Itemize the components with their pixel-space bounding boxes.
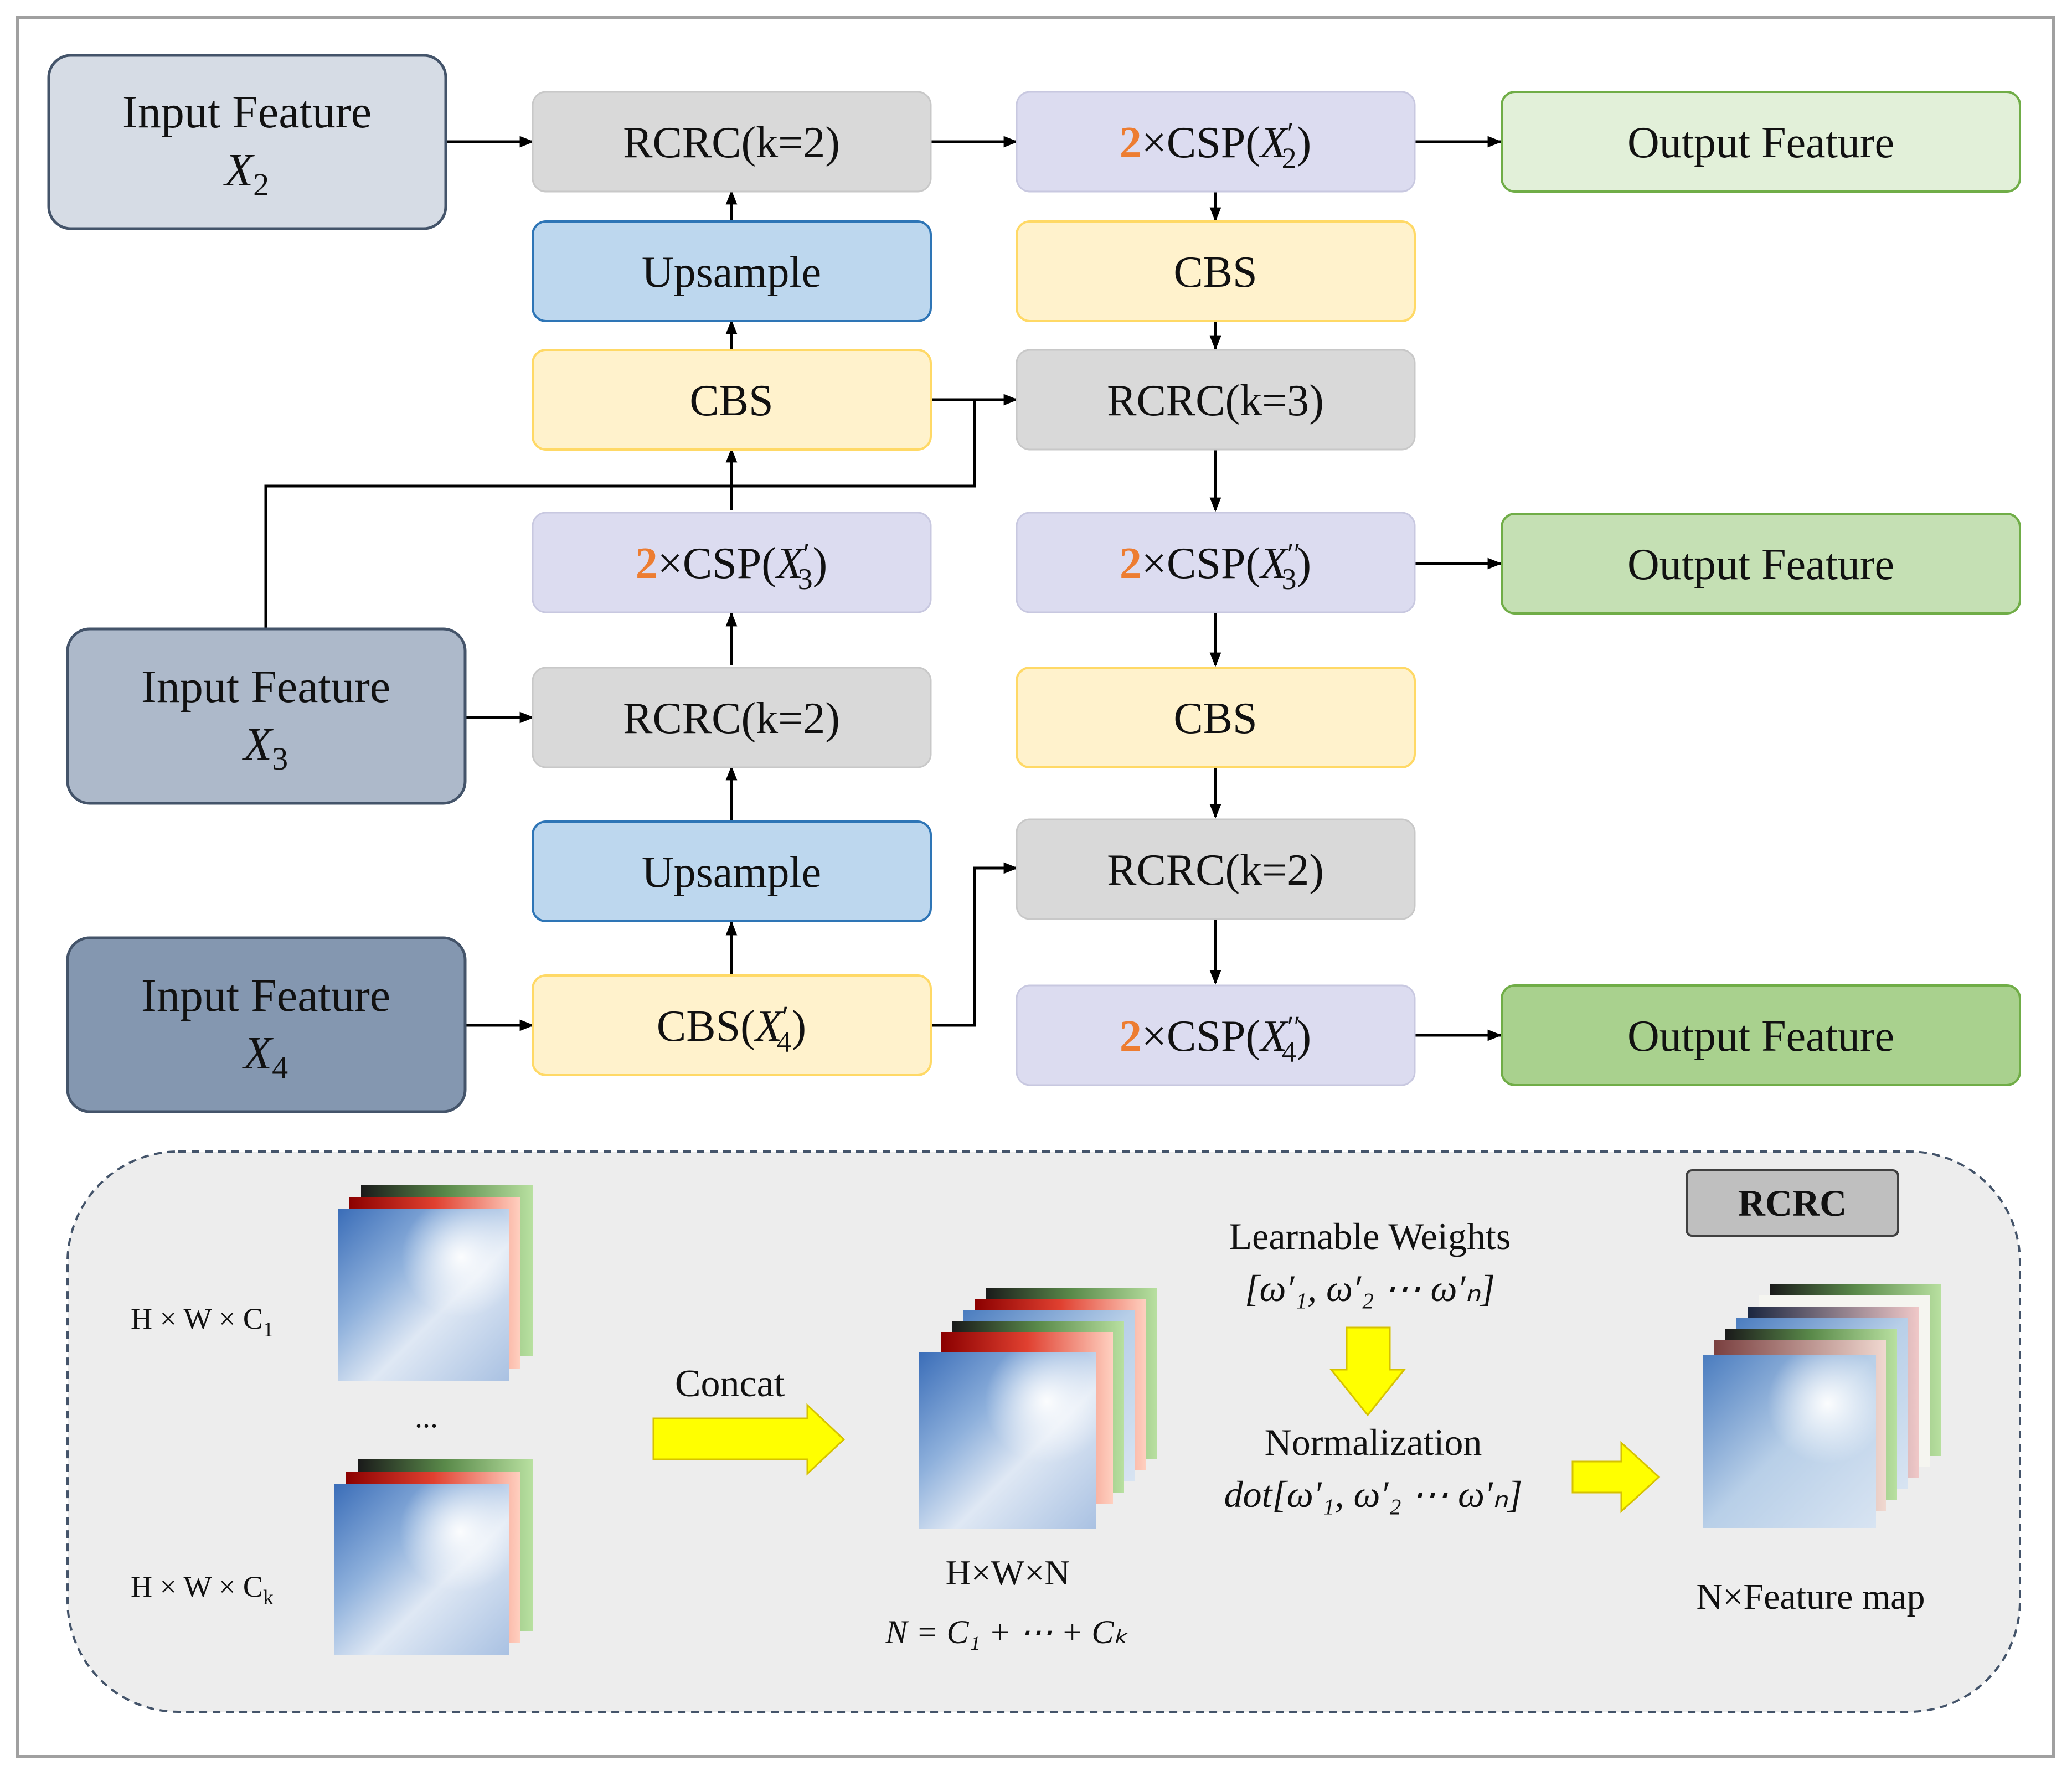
- output-arrow: [1571, 1441, 1661, 1514]
- svg-text:RCRC(k=2): RCRC(k=2): [1107, 846, 1324, 895]
- concat-dims: H×W×N: [945, 1553, 1070, 1592]
- svg-text:RCRC(k=2): RCRC(k=2): [623, 118, 840, 167]
- input-x3-box: Input Feature X3: [66, 627, 467, 805]
- left-cbs-mid: CBS: [532, 349, 932, 451]
- input-x3-symbol: X3: [242, 719, 288, 777]
- right-cbs-top: CBS: [1016, 220, 1416, 322]
- feature-stack-top: [338, 1185, 533, 1381]
- svg-text:CBS: CBS: [689, 376, 773, 425]
- left-csp-x3: 2×CSP(X′3): [532, 512, 932, 613]
- svg-text:CBS: CBS: [1173, 694, 1257, 743]
- input-x4-box: Input Feature X4: [66, 936, 467, 1113]
- down-arrow: [1329, 1326, 1406, 1417]
- svg-text:2×CSP(X′2): 2×CSP(X′2): [1120, 116, 1311, 175]
- svg-text:Output Feature: Output Feature: [1627, 540, 1894, 589]
- right-csp-x2: 2×CSP(X′2): [1016, 91, 1416, 193]
- left-rcrc-top: RCRC(k=2): [532, 91, 932, 193]
- input-x2-symbol: X2: [223, 144, 269, 203]
- output-feature-2: Output Feature: [1501, 513, 2021, 615]
- svg-text:2×CSP(X′3): 2×CSP(X′3): [636, 537, 827, 596]
- weights-vector: [ω′₁, ω′₂ ⋯ ω′ₙ]: [1245, 1267, 1495, 1309]
- output-feature-1: Output Feature: [1501, 91, 2021, 193]
- left-cbs-x4: CBS(X′4): [532, 974, 932, 1076]
- svg-text:Output Feature: Output Feature: [1627, 118, 1894, 167]
- dot-weights: dot[ω′₁, ω′₂ ⋯ ω′ₙ]: [1224, 1473, 1523, 1515]
- svg-text:RCRC: RCRC: [1738, 1182, 1847, 1224]
- arrow-cbs-x4-to-rcrc-k2: [931, 862, 1018, 1027]
- rcrc-tag: RCRC: [1686, 1169, 1899, 1237]
- output-stack: [1703, 1284, 1941, 1528]
- input-x3-title: Input Feature: [141, 661, 390, 713]
- svg-text:RCRC(k=2): RCRC(k=2): [623, 694, 840, 743]
- svg-text:CBS: CBS: [1173, 248, 1257, 297]
- svg-text:2×CSP(X′′4): 2×CSP(X′′4): [1120, 1010, 1311, 1068]
- svg-text:Output Feature: Output Feature: [1627, 1012, 1894, 1061]
- input-x2-box: Input Feature X2: [47, 54, 447, 230]
- output-label: N×Feature map: [1697, 1577, 1925, 1617]
- svg-text:CBS(X′4): CBS(X′4): [657, 1000, 806, 1059]
- concat-arrow: [652, 1403, 846, 1476]
- right-csp-x3pp: 2×CSP(X′′3): [1016, 512, 1416, 613]
- left-upsample-bottom: Upsample: [532, 820, 932, 922]
- left-rcrc-mid: RCRC(k=2): [532, 667, 932, 768]
- svg-text:RCRC(k=3): RCRC(k=3): [1107, 376, 1324, 425]
- output-feature-3: Output Feature: [1501, 984, 2021, 1086]
- svg-text:2×CSP(X′′3): 2×CSP(X′′3): [1120, 537, 1311, 596]
- learnable-weights-label: Learnable Weights: [1229, 1215, 1511, 1257]
- right-rcrc-k3: RCRC(k=3): [1016, 349, 1416, 451]
- concat-equation: N = C₁ + ⋯ + Cₖ: [885, 1614, 1128, 1650]
- svg-text:Upsample: Upsample: [642, 248, 821, 297]
- input-x4-title: Input Feature: [141, 970, 390, 1021]
- input-x2-title: Input Feature: [122, 86, 372, 138]
- ellipsis: ...: [415, 1400, 438, 1434]
- concat-stack: [919, 1288, 1157, 1529]
- rcrc-panel: RCRC H × W × C1 ... H × W × Ck Concat: [66, 1150, 2021, 1713]
- svg-text:Upsample: Upsample: [642, 848, 821, 897]
- right-cbs-mid: CBS: [1016, 667, 1416, 768]
- input-x4-symbol: X4: [242, 1028, 288, 1086]
- right-csp-x4pp: 2×CSP(X′′4): [1016, 984, 1416, 1086]
- left-upsample-top: Upsample: [532, 220, 932, 322]
- connectors: [264, 136, 1502, 1041]
- normalization-label: Normalization: [1265, 1421, 1482, 1463]
- concat-label: Concat: [675, 1362, 785, 1405]
- feature-stack-bottom: [334, 1459, 533, 1655]
- arrow-x3-skip: [264, 400, 976, 629]
- right-rcrc-k2: RCRC(k=2): [1016, 818, 1416, 920]
- input-top-label: H × W × C1: [131, 1302, 274, 1341]
- input-bottom-label: H × W × Ck: [131, 1570, 274, 1609]
